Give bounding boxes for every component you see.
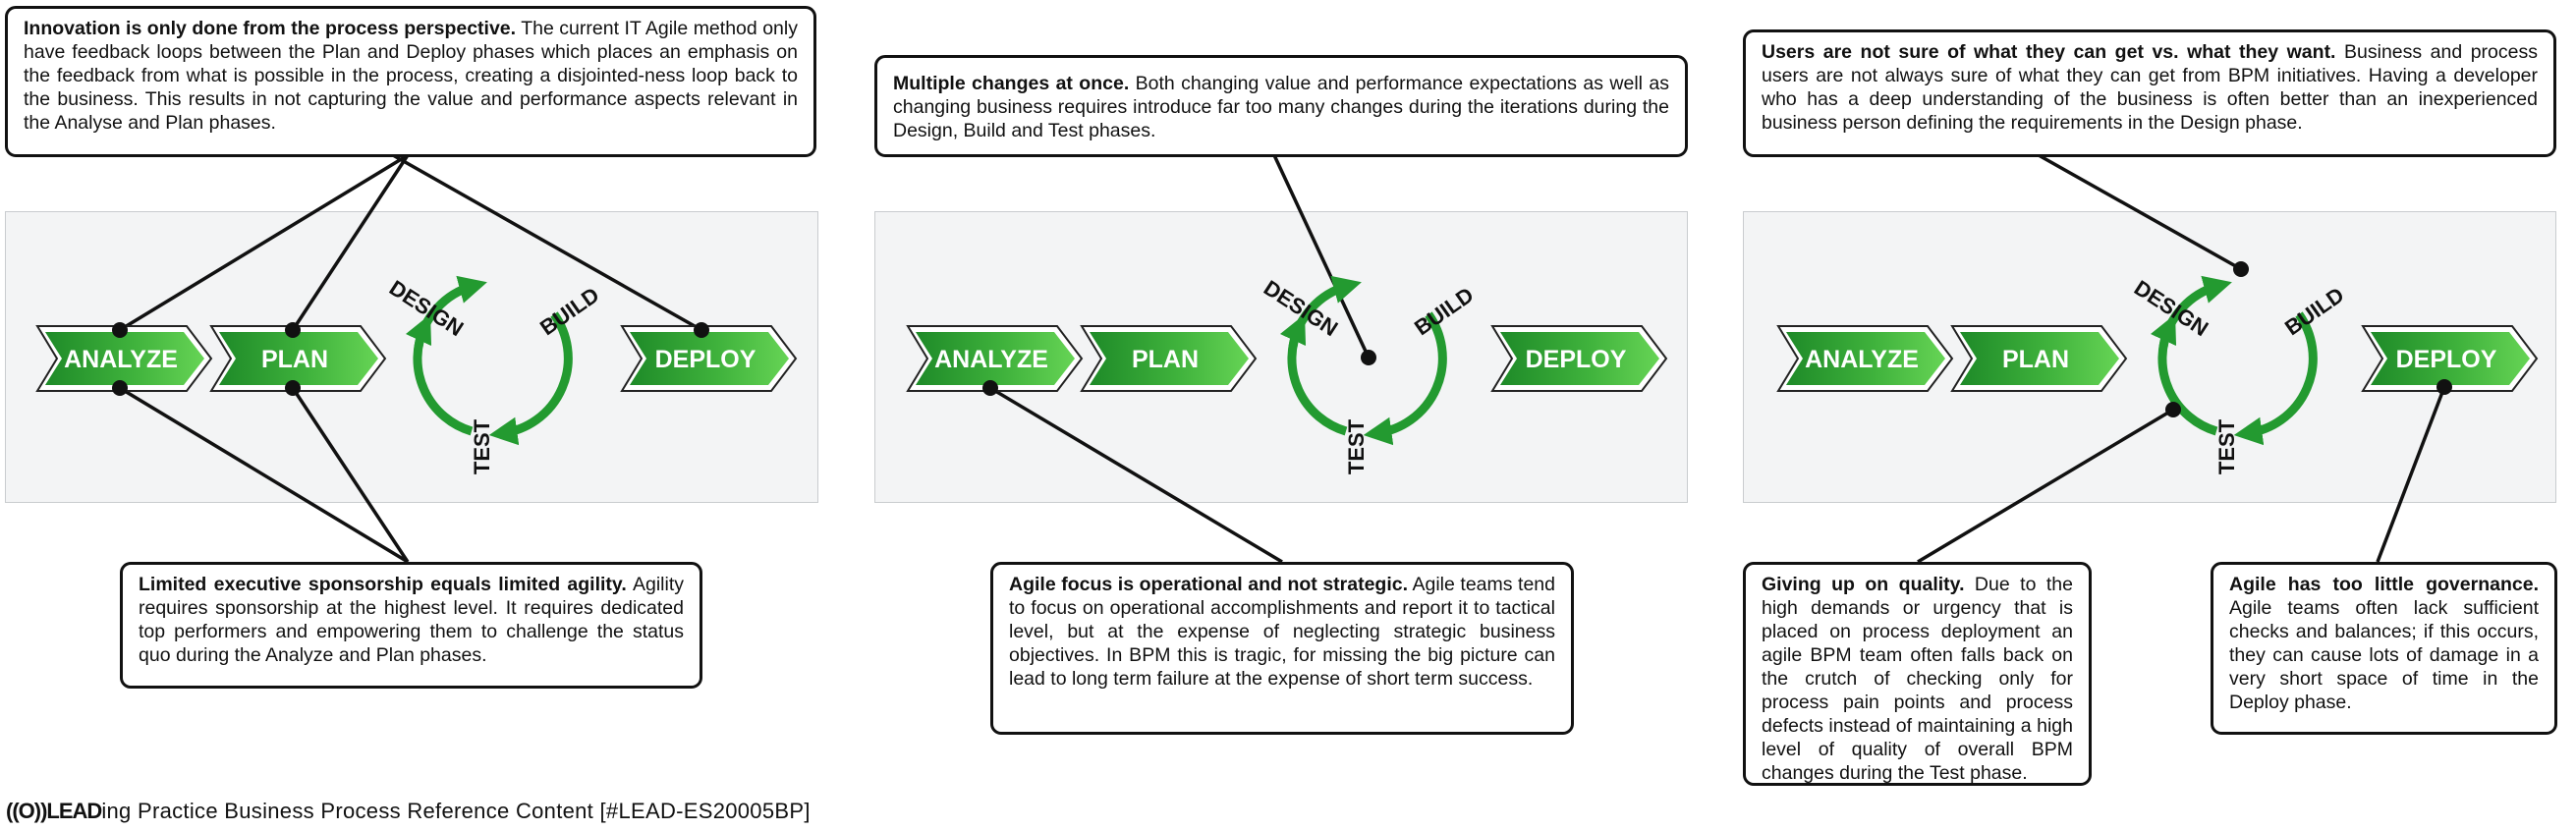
- phase-plan-2: PLAN: [1081, 325, 1257, 392]
- callout-operational: Agile focus is operational and not strat…: [990, 562, 1574, 735]
- callout-title: Innovation is only done from the process…: [24, 18, 517, 39]
- callout-title: Giving up on quality.: [1762, 574, 1965, 595]
- cycle-label-test: TEST: [1344, 418, 1369, 474]
- callout-body: Agile teams tend to focus on operational…: [1009, 574, 1555, 690]
- phase-label-plan: PLAN: [261, 346, 328, 373]
- phase-label-analyze: ANALYZE: [934, 346, 1048, 373]
- phase-label-plan: PLAN: [1132, 346, 1199, 373]
- cycle-arrow-build-test: [1363, 311, 1447, 446]
- callout-title: Agile has too little governance.: [2229, 574, 2539, 595]
- connector-dots: [112, 261, 2452, 417]
- phase-deploy-3: DEPLOY: [2362, 325, 2538, 392]
- phase-analyze-3: ANALYZE: [1777, 325, 1953, 392]
- phase-analyze-1: ANALYZE: [36, 325, 212, 392]
- leading-practice-logo: ((O))LEAD: [6, 799, 102, 823]
- footer-text: ing Practice Business Process Reference …: [101, 799, 811, 823]
- cycle-arrow-build-test: [488, 311, 573, 446]
- callout-body: Business and process users are not alway…: [1762, 41, 2538, 134]
- callout-body: The current IT Agile method only have fe…: [24, 18, 798, 134]
- callout-title: Multiple changes at once.: [893, 73, 1130, 94]
- phase-label-deploy: DEPLOY: [1526, 346, 1627, 373]
- iteration-cycle-2: DESIGN BUILD TEST: [1260, 275, 1478, 474]
- footer-reference: ((O))LEADing Practice Business Process R…: [6, 799, 811, 824]
- cycle-arrow-test-design: [405, 313, 474, 436]
- phase-label-analyze: ANALYZE: [64, 346, 178, 373]
- phase-label-deploy: DEPLOY: [2396, 346, 2497, 373]
- cycle-label-build: BUILD: [535, 282, 603, 340]
- callout-body: Agility requires sponsorship at the high…: [139, 574, 685, 666]
- cycle-label-build: BUILD: [2280, 282, 2348, 340]
- callout-title: Users are not sure of what they can get …: [1762, 41, 2336, 63]
- callout-sponsorship: Limited executive sponsorship equals lim…: [120, 562, 702, 689]
- phase-deploy-2: DEPLOY: [1491, 325, 1667, 392]
- phase-plan-3: PLAN: [1951, 325, 2127, 392]
- cycle-arrow-test-design: [2150, 313, 2218, 436]
- callout-governance: Agile has too little governance. Agile t…: [2211, 562, 2557, 735]
- cycle-arrow-test-design: [1279, 313, 1348, 436]
- iteration-cycle-3: DESIGN BUILD TEST: [2130, 275, 2348, 474]
- phase-label-deploy: DEPLOY: [655, 346, 756, 373]
- cycle-arrow-build-test: [2233, 311, 2318, 446]
- cycle-label-test: TEST: [470, 418, 494, 474]
- cycle-label-test: TEST: [2214, 418, 2239, 474]
- callout-title: Agile focus is operational and not strat…: [1009, 574, 1409, 595]
- phase-plan-1: PLAN: [210, 325, 386, 392]
- callout-multiple-changes: Multiple changes at once. Both changing …: [874, 55, 1688, 157]
- connector-lines: [119, 153, 2446, 564]
- callout-body: Both changing value and performance expe…: [893, 73, 1670, 141]
- callout-users: Users are not sure of what they can get …: [1743, 29, 2556, 157]
- callout-innovation: Innovation is only done from the process…: [5, 6, 816, 157]
- iteration-cycle-1: DESIGN BUILD TEST: [385, 275, 603, 474]
- phase-deploy-1: DEPLOY: [621, 325, 797, 392]
- callout-body: Agile teams often lack sufficient checks…: [2229, 597, 2539, 713]
- phase-analyze-2: ANALYZE: [907, 325, 1083, 392]
- phase-label-plan: PLAN: [2002, 346, 2069, 373]
- callout-title: Limited executive sponsorship equals lim…: [139, 574, 627, 595]
- phase-label-analyze: ANALYZE: [1805, 346, 1919, 373]
- cycle-label-build: BUILD: [1410, 282, 1478, 340]
- callout-quality: Giving up on quality. Due to the high de…: [1743, 562, 2092, 786]
- callout-body: Due to the high demands or urgency that …: [1762, 574, 2073, 784]
